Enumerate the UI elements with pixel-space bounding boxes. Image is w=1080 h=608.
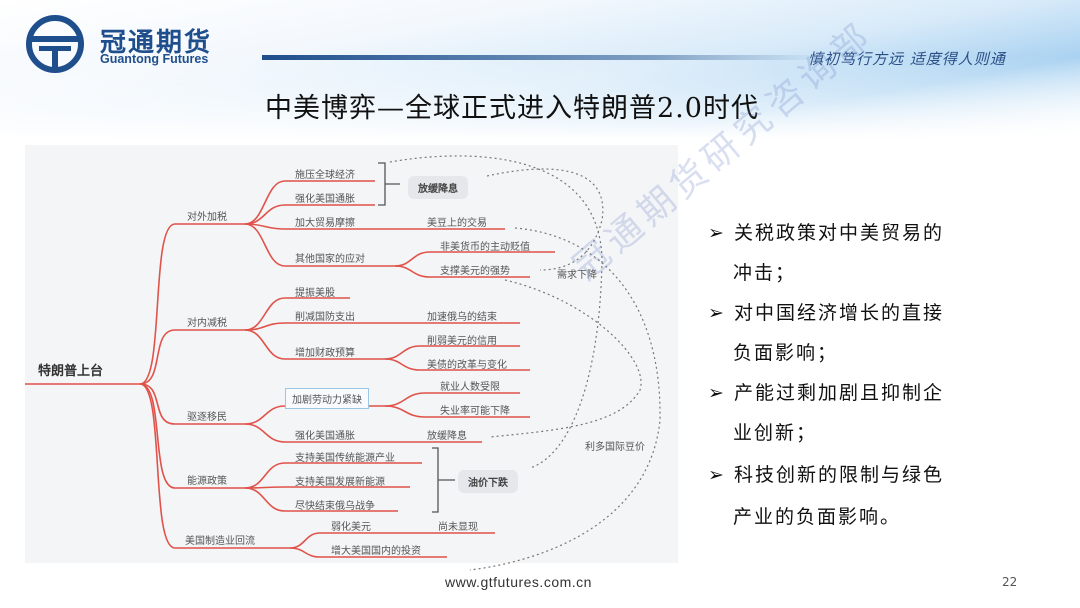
sub-label: 加速俄乌的结束 [427,312,497,323]
summary-box-rate: 放缓降息 [408,176,468,199]
leaf-label-highlighted: 加剧劳动力紧缺 [285,388,369,409]
sub-label: 非美货币的主动贬值 [440,242,530,253]
branch-label: 美国制造业回流 [185,536,255,547]
note-label: 利多国际豆价 [585,442,645,453]
arrow-bullet-icon: ➢ [708,222,726,244]
sub-label: 失业率可能下降 [440,406,510,417]
leaf-label: 尽快结束俄乌战争 [295,501,375,512]
bullet-2-cont: 负面影响； [733,342,839,364]
sub-label: 尚未显现 [438,522,478,533]
leaf-label: 施压全球经济 [295,170,355,181]
brand-name-en: Guantong Futures [100,52,209,66]
bracket [378,162,400,206]
branch-line [139,383,245,425]
header-rule [262,55,822,60]
arrow-bullet-icon: ➢ [708,302,726,324]
bullet-3-cont: 业创新； [733,422,818,444]
leaf-label: 提振美股 [295,288,335,299]
bullet-1-cont: 冲击； [733,262,797,284]
bullet-1: ➢ 关税政策对中美贸易的 [708,222,944,244]
branch-line [139,223,245,385]
footer-url[interactable]: www.gtfutures.com.cn [445,574,592,590]
leaf-label: 强化美国通胀 [295,194,355,205]
page-number: 22 [1002,575,1018,589]
leaf-label: 削减国防支出 [295,312,355,323]
slogan: 慎初笃行方远 适度得人则通 [808,50,1006,68]
bracket [432,447,455,513]
sub-label: 放缓降息 [427,431,467,442]
sub-label: 就业人数受限 [440,382,500,393]
leaf-label: 弱化美元 [331,522,371,533]
leaf-label: 支持美国传统能源产业 [295,453,395,464]
branch-line [139,383,245,489]
branch-label: 驱逐移民 [187,412,227,423]
leaf-label: 支持美国发展新能源 [295,477,385,488]
branch-label: 对外加税 [187,212,227,223]
branch-line [139,383,290,549]
arrow-bullet-icon: ➢ [708,464,726,486]
sub-label: 削弱美元的信用 [427,336,497,347]
branch-line [139,329,245,385]
sub-label: 支撑美元的强势 [440,266,510,277]
sub-label: 美豆上的交易 [427,218,487,229]
bullet-3: ➢ 产能过剩加剧且抑制企 [708,382,944,404]
leaf-label: 增加财政预算 [295,348,355,359]
mindmap-panel [25,145,678,563]
leaf-label: 增大美国国内的投资 [331,546,421,557]
note-label: 需求下降 [557,270,597,281]
bullet-4: ➢ 科技创新的限制与绿色 [708,464,944,486]
branch-label: 能源政策 [187,476,227,487]
brand-name-cn: 冠通期货 [100,28,213,58]
bullet-4-cont: 产业的负面影响。 [733,506,902,528]
sub-label: 美债的改革与变化 [427,360,507,371]
branch-label: 对内减税 [187,318,227,329]
leaf-label: 加大贸易摩擦 [295,218,355,229]
dashed-arrow [489,279,642,438]
logo-icon [26,15,84,73]
arrow-bullet-icon: ➢ [708,382,726,404]
slide-title: 中美博弈—全球正式进入特朗普2.0时代 [265,93,759,124]
mindmap-root: 特朗普上台 [38,364,104,379]
leaf-label: 其他国家的应对 [295,254,365,265]
leaf-label: 强化美国通胀 [295,431,355,442]
header-fade [0,0,1080,140]
summary-box-oil: 油价下跌 [458,470,518,493]
bullet-2: ➢ 对中国经济增长的直接 [708,302,944,324]
